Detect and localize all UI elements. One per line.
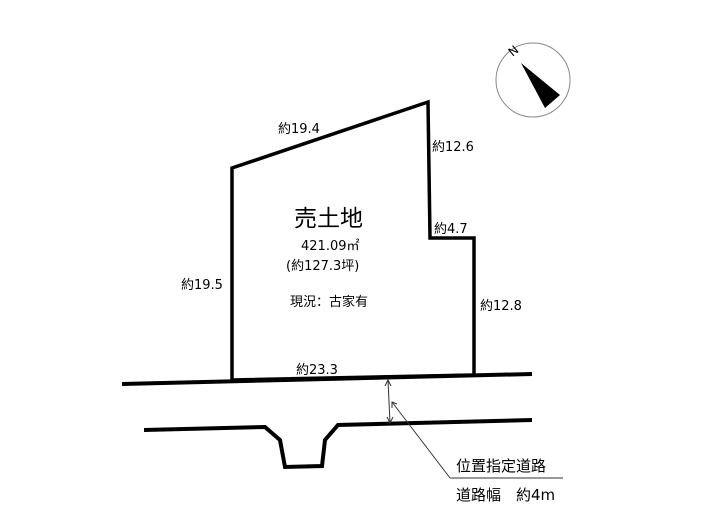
- plot-status: 現況：古家有: [290, 295, 369, 310]
- plot-area-tsubo: (約127.3坪): [286, 259, 360, 274]
- road-edge-upper: [121, 372, 533, 386]
- road-width-arrow: [384, 378, 563, 479]
- road-type-label: 位置指定道路: [456, 457, 547, 475]
- dim-step: 約4.7: [434, 222, 468, 237]
- plot-title: 売土地: [294, 206, 363, 232]
- compass-icon: [495, 42, 571, 118]
- road-edge-lower: [143, 418, 533, 470]
- road-width-label: 道路幅 約4m: [456, 486, 556, 504]
- dim-right-upper: 約12.6: [432, 140, 474, 155]
- dim-right-lower: 約12.8: [480, 299, 522, 314]
- dim-top: 約19.4: [278, 122, 320, 137]
- plot-area-sqm: 421.09㎡: [301, 239, 360, 254]
- dim-left: 約19.5: [181, 278, 223, 293]
- dim-bottom: 約23.3: [296, 363, 338, 378]
